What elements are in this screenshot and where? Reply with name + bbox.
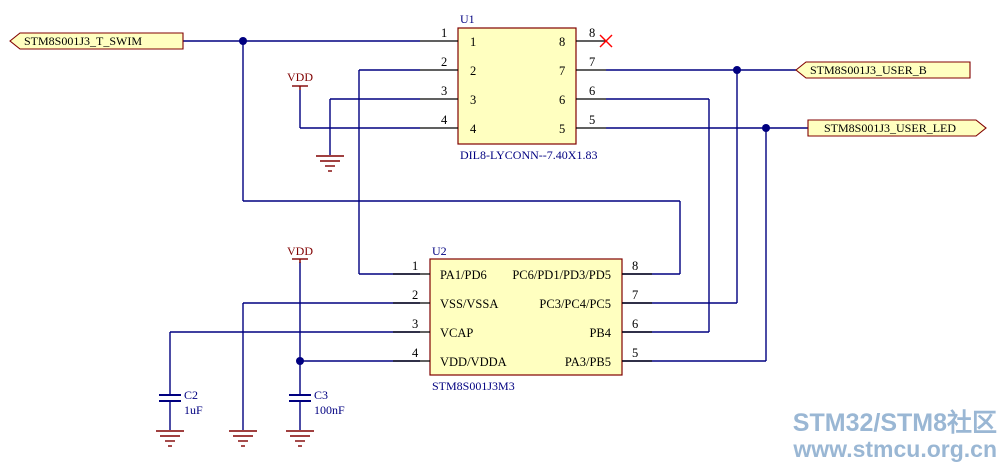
u2-component: U2 STM8S001J3M3 1 2 3 4 PA1/PD6 VSS/VSSA… [393, 244, 652, 393]
port-user-b: STM8S001J3_USER_B [795, 61, 971, 79]
u1-pin-label: 7 [559, 64, 565, 78]
u1-body [457, 27, 577, 145]
u1-pin-label: 4 [470, 122, 477, 136]
capacitor-c2: C2 1uF [159, 388, 203, 417]
u2-pin-label: PC3/PC4/PC5 [539, 297, 611, 311]
u2-pin-label: PB4 [589, 326, 611, 340]
u2-pin-num: 1 [412, 259, 418, 273]
u2-pin-num: 6 [632, 317, 638, 331]
port-swim: STM8S001J3_T_SWIM [9, 32, 184, 50]
junction-dot [296, 357, 304, 365]
u1-pin-num: 1 [441, 26, 447, 40]
u1-pin-label: 6 [559, 93, 565, 107]
vdd-label: VDD [287, 244, 313, 258]
ground-icon [229, 430, 257, 447]
u2-pin-label: PA3/PB5 [565, 355, 611, 369]
u2-designator: U2 [432, 244, 447, 258]
watermark: STM32/STM8社区 www.stmcu.org.cn [792, 408, 997, 462]
ground-icon [316, 155, 344, 172]
u2-pin-num: 3 [412, 317, 418, 331]
c2-designator: C2 [184, 388, 198, 402]
vdd-label: VDD [287, 70, 313, 84]
wires [169, 40, 808, 430]
u1-pin-label: 5 [559, 122, 565, 136]
u2-pin-label: VDD/VDDA [440, 355, 507, 369]
port-user-b-label: STM8S001J3_USER_B [810, 63, 927, 77]
port-flag [9, 32, 184, 50]
port-swim-label: STM8S001J3_T_SWIM [24, 34, 142, 48]
junction-dot [733, 66, 741, 74]
u2-pin-num: 4 [412, 346, 419, 360]
ground-icon [156, 430, 184, 447]
junction-dot [239, 37, 247, 45]
u2-pin-label: VSS/VSSA [440, 297, 498, 311]
u1-pin-label: 8 [559, 35, 565, 49]
watermark-line2: www.stmcu.org.cn [792, 436, 997, 462]
u1-pin-label: 1 [470, 35, 476, 49]
u2-pin-num: 2 [412, 288, 418, 302]
c3-designator: C3 [314, 388, 328, 402]
u2-pin-num: 7 [632, 288, 638, 302]
port-flag [795, 61, 971, 79]
u1-component: U1 DIL8-LYCONN--7.40X1.83 1 2 3 4 1 2 3 … [420, 12, 613, 162]
u1-designator: U1 [460, 12, 475, 26]
u1-pin-label: 3 [470, 93, 476, 107]
u1-pin-num: 7 [589, 55, 595, 69]
u1-pin-num: 4 [441, 113, 448, 127]
u2-body [429, 258, 623, 376]
ground-icon [286, 430, 314, 447]
c2-value: 1uF [184, 403, 203, 417]
junction-dot [762, 124, 770, 132]
u1-pin-num: 6 [589, 84, 595, 98]
port-flag [807, 119, 987, 137]
no-connect-icon [599, 34, 613, 48]
port-user-led-label: STM8S001J3_USER_LED [824, 121, 956, 135]
u1-footprint: DIL8-LYCONN--7.40X1.83 [460, 148, 597, 162]
junctions [239, 37, 770, 365]
vdd-symbol-bottom: VDD [287, 244, 313, 263]
u2-pin-num: 5 [632, 346, 638, 360]
u1-pin-num: 3 [441, 84, 447, 98]
u2-part-number: STM8S001J3M3 [432, 379, 515, 393]
u2-pin-label: PC6/PD1/PD3/PD5 [512, 268, 611, 282]
watermark-line1: STM32/STM8社区 [793, 408, 997, 437]
u1-pin-num: 2 [441, 55, 447, 69]
port-user-led: STM8S001J3_USER_LED [807, 119, 987, 137]
u2-pin-num: 8 [632, 259, 638, 273]
u1-pin-label: 2 [470, 64, 476, 78]
u2-pin-label: PA1/PD6 [440, 268, 487, 282]
c3-value: 100nF [314, 403, 345, 417]
vdd-symbol-top: VDD [287, 70, 313, 90]
capacitor-c3: C3 100nF [289, 388, 345, 417]
u1-pin-num: 5 [589, 113, 595, 127]
u1-pin-num: 8 [589, 26, 595, 40]
u2-pin-label: VCAP [440, 326, 473, 340]
